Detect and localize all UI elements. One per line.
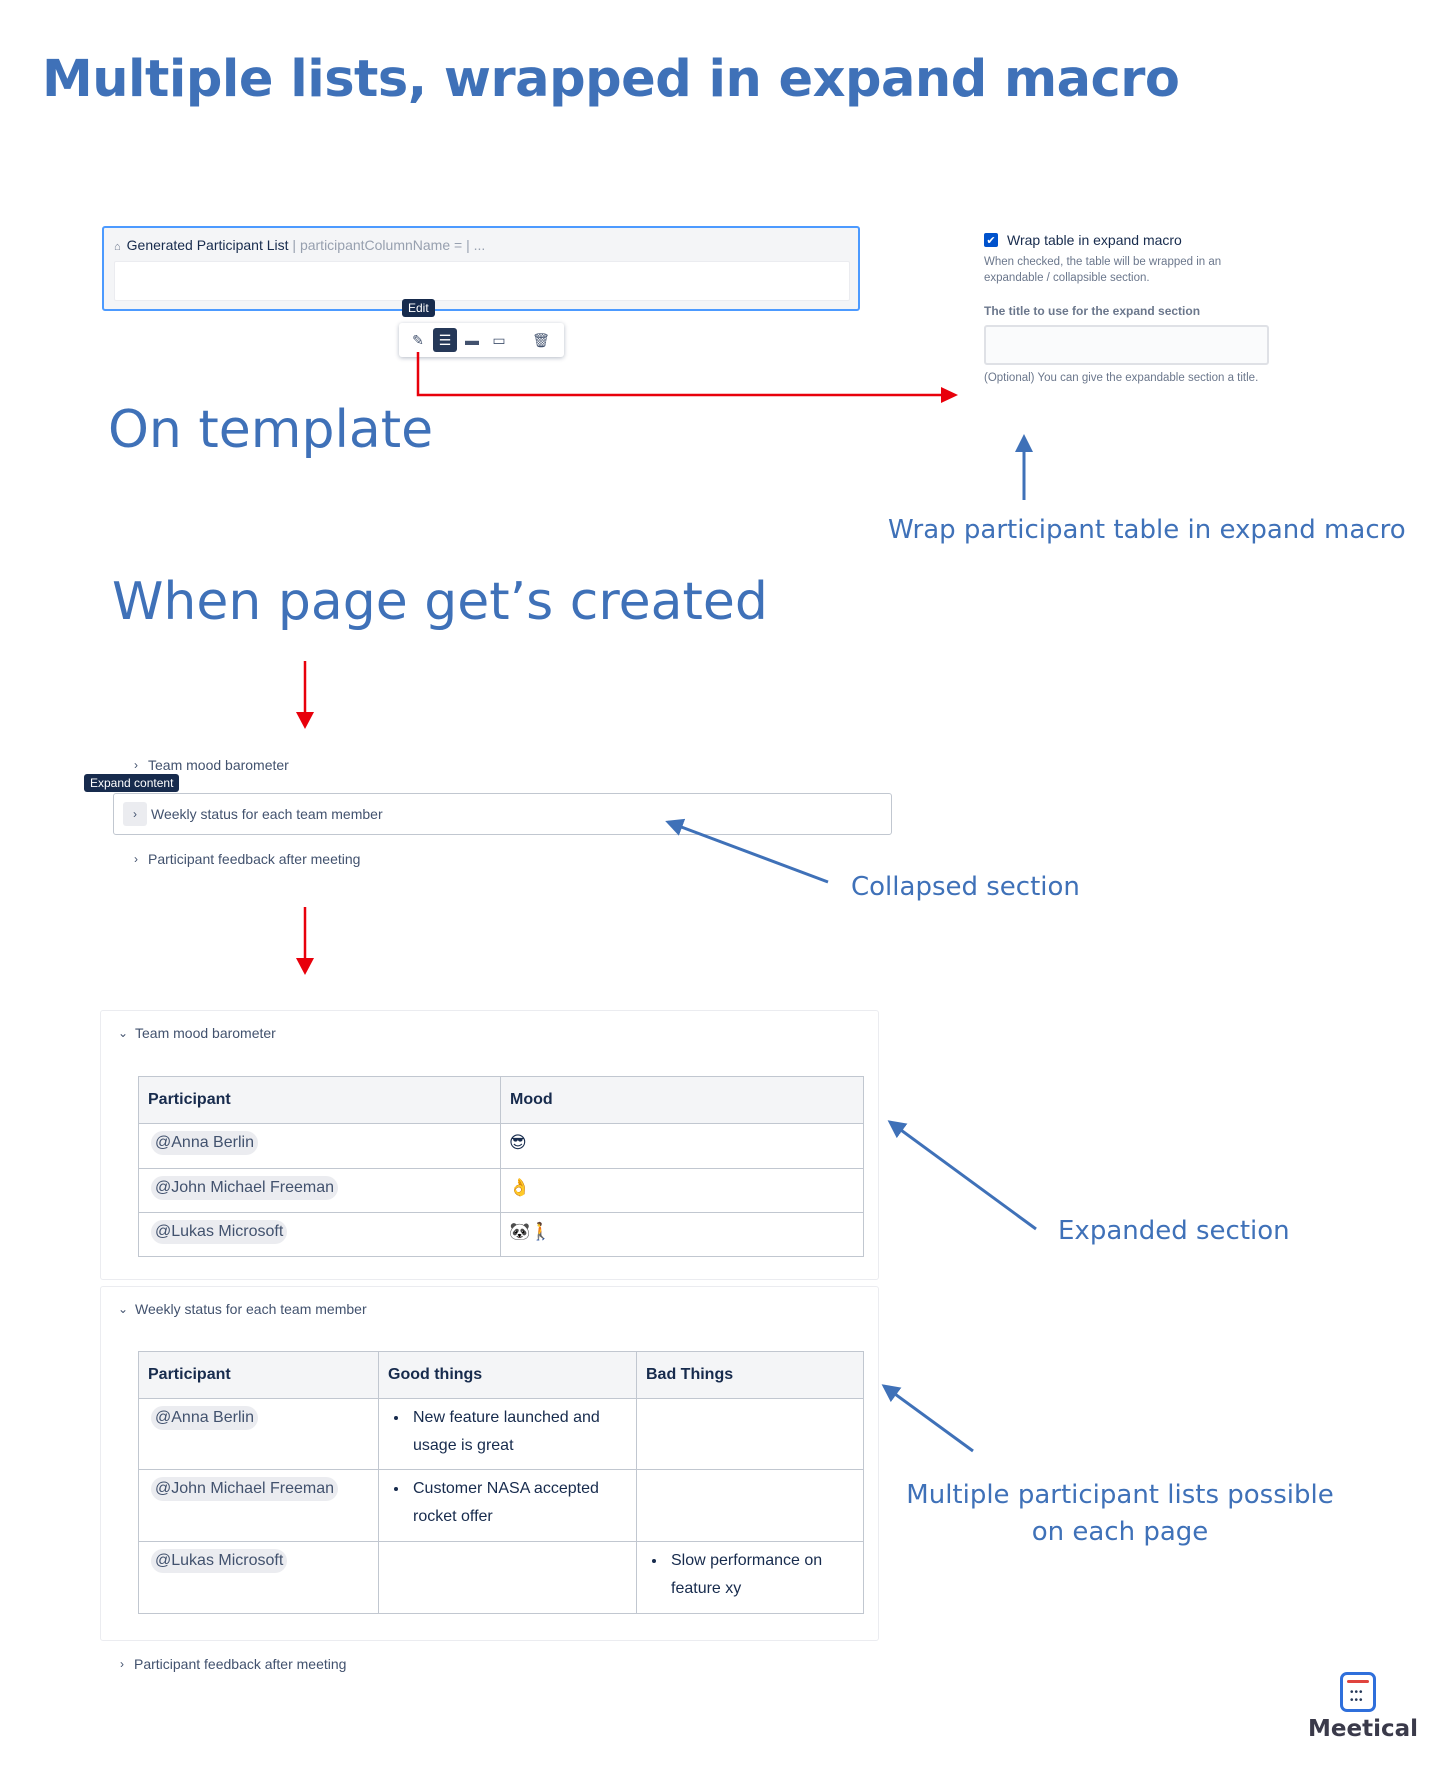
annotation-expanded: Expanded section [1058,1216,1290,1246]
macro-header: ⌂ Generated Participant List | participan… [114,237,485,253]
column-header: Good things [378,1351,637,1399]
good-things-list: Customer NASA accepted rocket offer [409,1475,624,1531]
chevron-right-icon: › [134,852,138,866]
wrap-checkbox-help: When checked, the table will be wrapped … [984,256,1222,284]
chevron-down-icon: ⌄ [117,1026,129,1040]
column-header: Bad Things [636,1351,864,1399]
chevron-down-icon: ⌄ [117,1302,129,1316]
red-arrow-down-2 [296,907,314,975]
mood-emoji: 🐼🚶 [509,1222,552,1242]
main-title: Multiple lists, wrapped in expand macro [42,50,1180,109]
column-header: Participant [138,1351,379,1399]
user-mention[interactable]: @Lukas Microsoft [151,1220,288,1244]
macro-name: Generated Participant List [126,237,289,253]
table-row: @Lukas Microsoft Slow performance on fea… [138,1541,864,1614]
mood-emoji: 👌 [509,1178,531,1198]
column-header: Mood [500,1076,864,1124]
chevron-right-icon: › [120,1657,124,1671]
expand-title: Weekly status for each team member [135,1301,367,1317]
macro-params: | participantColumnName = | ... [288,237,486,253]
meetical-logo-text: Meetical [1308,1716,1419,1742]
settings-panel: ✔ Wrap table in expand macro When checke… [984,232,1284,386]
wrap-checkbox-label: Wrap table in expand macro [1007,232,1182,248]
column-header: Participant [138,1076,501,1124]
meetical-logo: •••••• Meetical [1308,1672,1419,1742]
table-row: @Lukas Microsoft 🐼🚶 [138,1212,864,1257]
when-created-heading: When page get’s created [112,572,768,632]
trash-icon[interactable]: 🗑 [532,331,550,348]
user-mention[interactable]: @Anna Berlin [151,1131,258,1155]
expand-title-input[interactable] [984,325,1269,365]
blue-arrow-collapsed [665,818,829,884]
good-things-cell [378,1541,637,1614]
collapsed-item-weekly[interactable]: › Weekly status for each team member [113,793,892,835]
collapsed-item-label: Participant feedback after meeting [148,851,361,867]
chevron-right-icon: › [134,758,138,772]
macro-icon: ⌂ [114,241,121,253]
layout-wide-icon[interactable]: ▬ [465,332,479,348]
edit-tooltip: Edit [402,299,435,317]
collapsed-item-mood[interactable]: › Team mood barometer [124,757,289,773]
macro-placeholder[interactable]: ⌂ Generated Participant List | participan… [102,226,860,311]
table-header-row: Participant Good things Bad Things [138,1351,864,1399]
user-mention[interactable]: @Anna Berlin [151,1406,258,1430]
expand-title-help: (Optional) You can give the expandable s… [984,372,1259,384]
expand-content-tooltip: Expand content [84,774,180,792]
expanded-panel-mood: ⌄ Team mood barometer Participant Mood @… [100,1010,879,1280]
weekly-table: Participant Good things Bad Things @Anna… [138,1351,864,1614]
macro-toolbar: ✎ ☰ ▬ ▭ 🗑 [399,323,564,357]
expanded-panel-weekly: ⌄ Weekly status for each team member Par… [100,1286,879,1641]
pencil-icon[interactable]: ✎ [412,331,424,348]
collapsed-item-label: Team mood barometer [148,757,289,773]
table-row: @John Michael Freeman 👌 [138,1168,864,1213]
collapsed-item-feedback[interactable]: › Participant feedback after meeting [124,851,360,867]
user-mention[interactable]: @John Michael Freeman [151,1477,338,1501]
on-template-heading: On template [108,400,434,460]
good-things-list: New feature launched and usage is great [409,1404,624,1460]
table-header-row: Participant Mood [138,1076,864,1124]
expand-header-mood[interactable]: ⌄ Team mood barometer [111,1025,276,1041]
blue-arrow-expanded [887,1120,1037,1231]
user-mention[interactable]: @John Michael Freeman [151,1176,338,1200]
annotation-multiple: Multiple participant lists possible on e… [906,1480,1334,1547]
mood-emoji: 😎 [509,1133,527,1153]
blue-arrow-up [1015,434,1033,500]
expand-title-label: The title to use for the expand section [984,304,1201,318]
list-item: Customer NASA accepted rocket offer [409,1475,624,1531]
user-mention[interactable]: @Lukas Microsoft [151,1549,288,1573]
expand-header-weekly[interactable]: ⌄ Weekly status for each team member [111,1301,367,1317]
table-row: @Anna Berlin New feature launched and us… [138,1398,864,1470]
table-row: @John Michael Freeman Customer NASA acce… [138,1469,864,1542]
collapsed-item-feedback-bottom[interactable]: › Participant feedback after meeting [110,1656,346,1672]
wrap-checkbox-row[interactable]: ✔ Wrap table in expand macro [984,232,1284,248]
layout-default-icon[interactable]: ☰ [433,328,457,352]
collapsed-item-label: Participant feedback after meeting [134,1656,347,1672]
mood-table: Participant Mood @Anna Berlin 😎 @John Mi… [138,1076,864,1257]
layout-full-icon[interactable]: ▭ [492,331,506,348]
collapsed-item-label: Weekly status for each team member [151,806,383,822]
wrap-checkbox[interactable]: ✔ [984,233,998,247]
annotation-collapsed: Collapsed section [851,872,1080,902]
table-row: @Anna Berlin 😎 [138,1123,864,1169]
list-item: Slow performance on feature xy [667,1547,851,1603]
red-arrow-down-1 [296,661,314,729]
chevron-right-icon[interactable]: › [123,802,147,826]
bad-things-list: Slow performance on feature xy [667,1547,851,1603]
annotation-wrap: Wrap participant table in expand macro [888,515,1406,545]
blue-arrow-multiple [881,1384,974,1453]
red-arrow-toolbar [416,352,958,403]
macro-body [114,261,850,301]
list-item: New feature launched and usage is great [409,1404,624,1460]
expand-title: Team mood barometer [135,1025,276,1041]
meetical-logo-icon: •••••• [1340,1672,1376,1712]
bad-things-cell [636,1398,864,1470]
